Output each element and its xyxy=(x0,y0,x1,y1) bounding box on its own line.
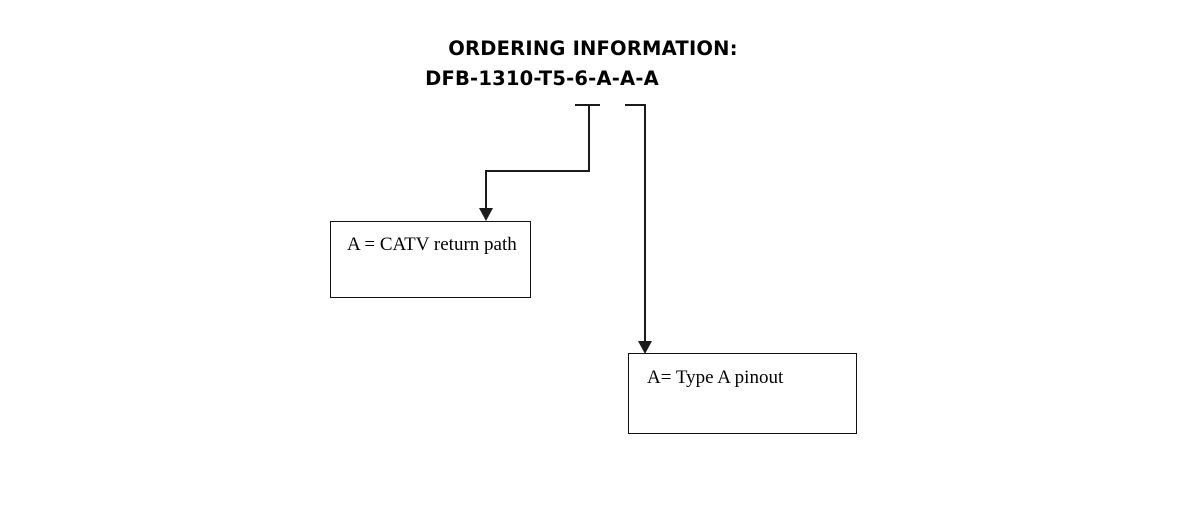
diagram-title: ORDERING INFORMATION: DFB-1310-T5-6-A-A-… xyxy=(0,34,1186,94)
connector-catv-top-cap xyxy=(575,104,600,106)
connector-catv-arrowhead-icon xyxy=(479,208,493,221)
connector-pinout-arrowhead-icon xyxy=(638,341,652,354)
connector-pinout-top-cap xyxy=(625,104,645,106)
connector-catv-vertical-lower xyxy=(485,170,487,209)
connector-catv-vertical-upper xyxy=(588,104,590,172)
callout-box-catv-return-path-label: A = CATV return path xyxy=(347,234,517,255)
title-line-part-number: DFB-1310-T5-6-A-A-A xyxy=(425,67,659,90)
title-line-heading: ORDERING INFORMATION: xyxy=(448,37,738,60)
callout-box-type-a-pinout: A= Type A pinout xyxy=(628,353,857,434)
callout-box-type-a-pinout-label: A= Type A pinout xyxy=(647,367,784,388)
connector-pinout-vertical xyxy=(644,104,646,342)
callout-box-catv-return-path: A = CATV return path xyxy=(330,221,531,298)
connector-catv-horizontal xyxy=(485,170,589,172)
